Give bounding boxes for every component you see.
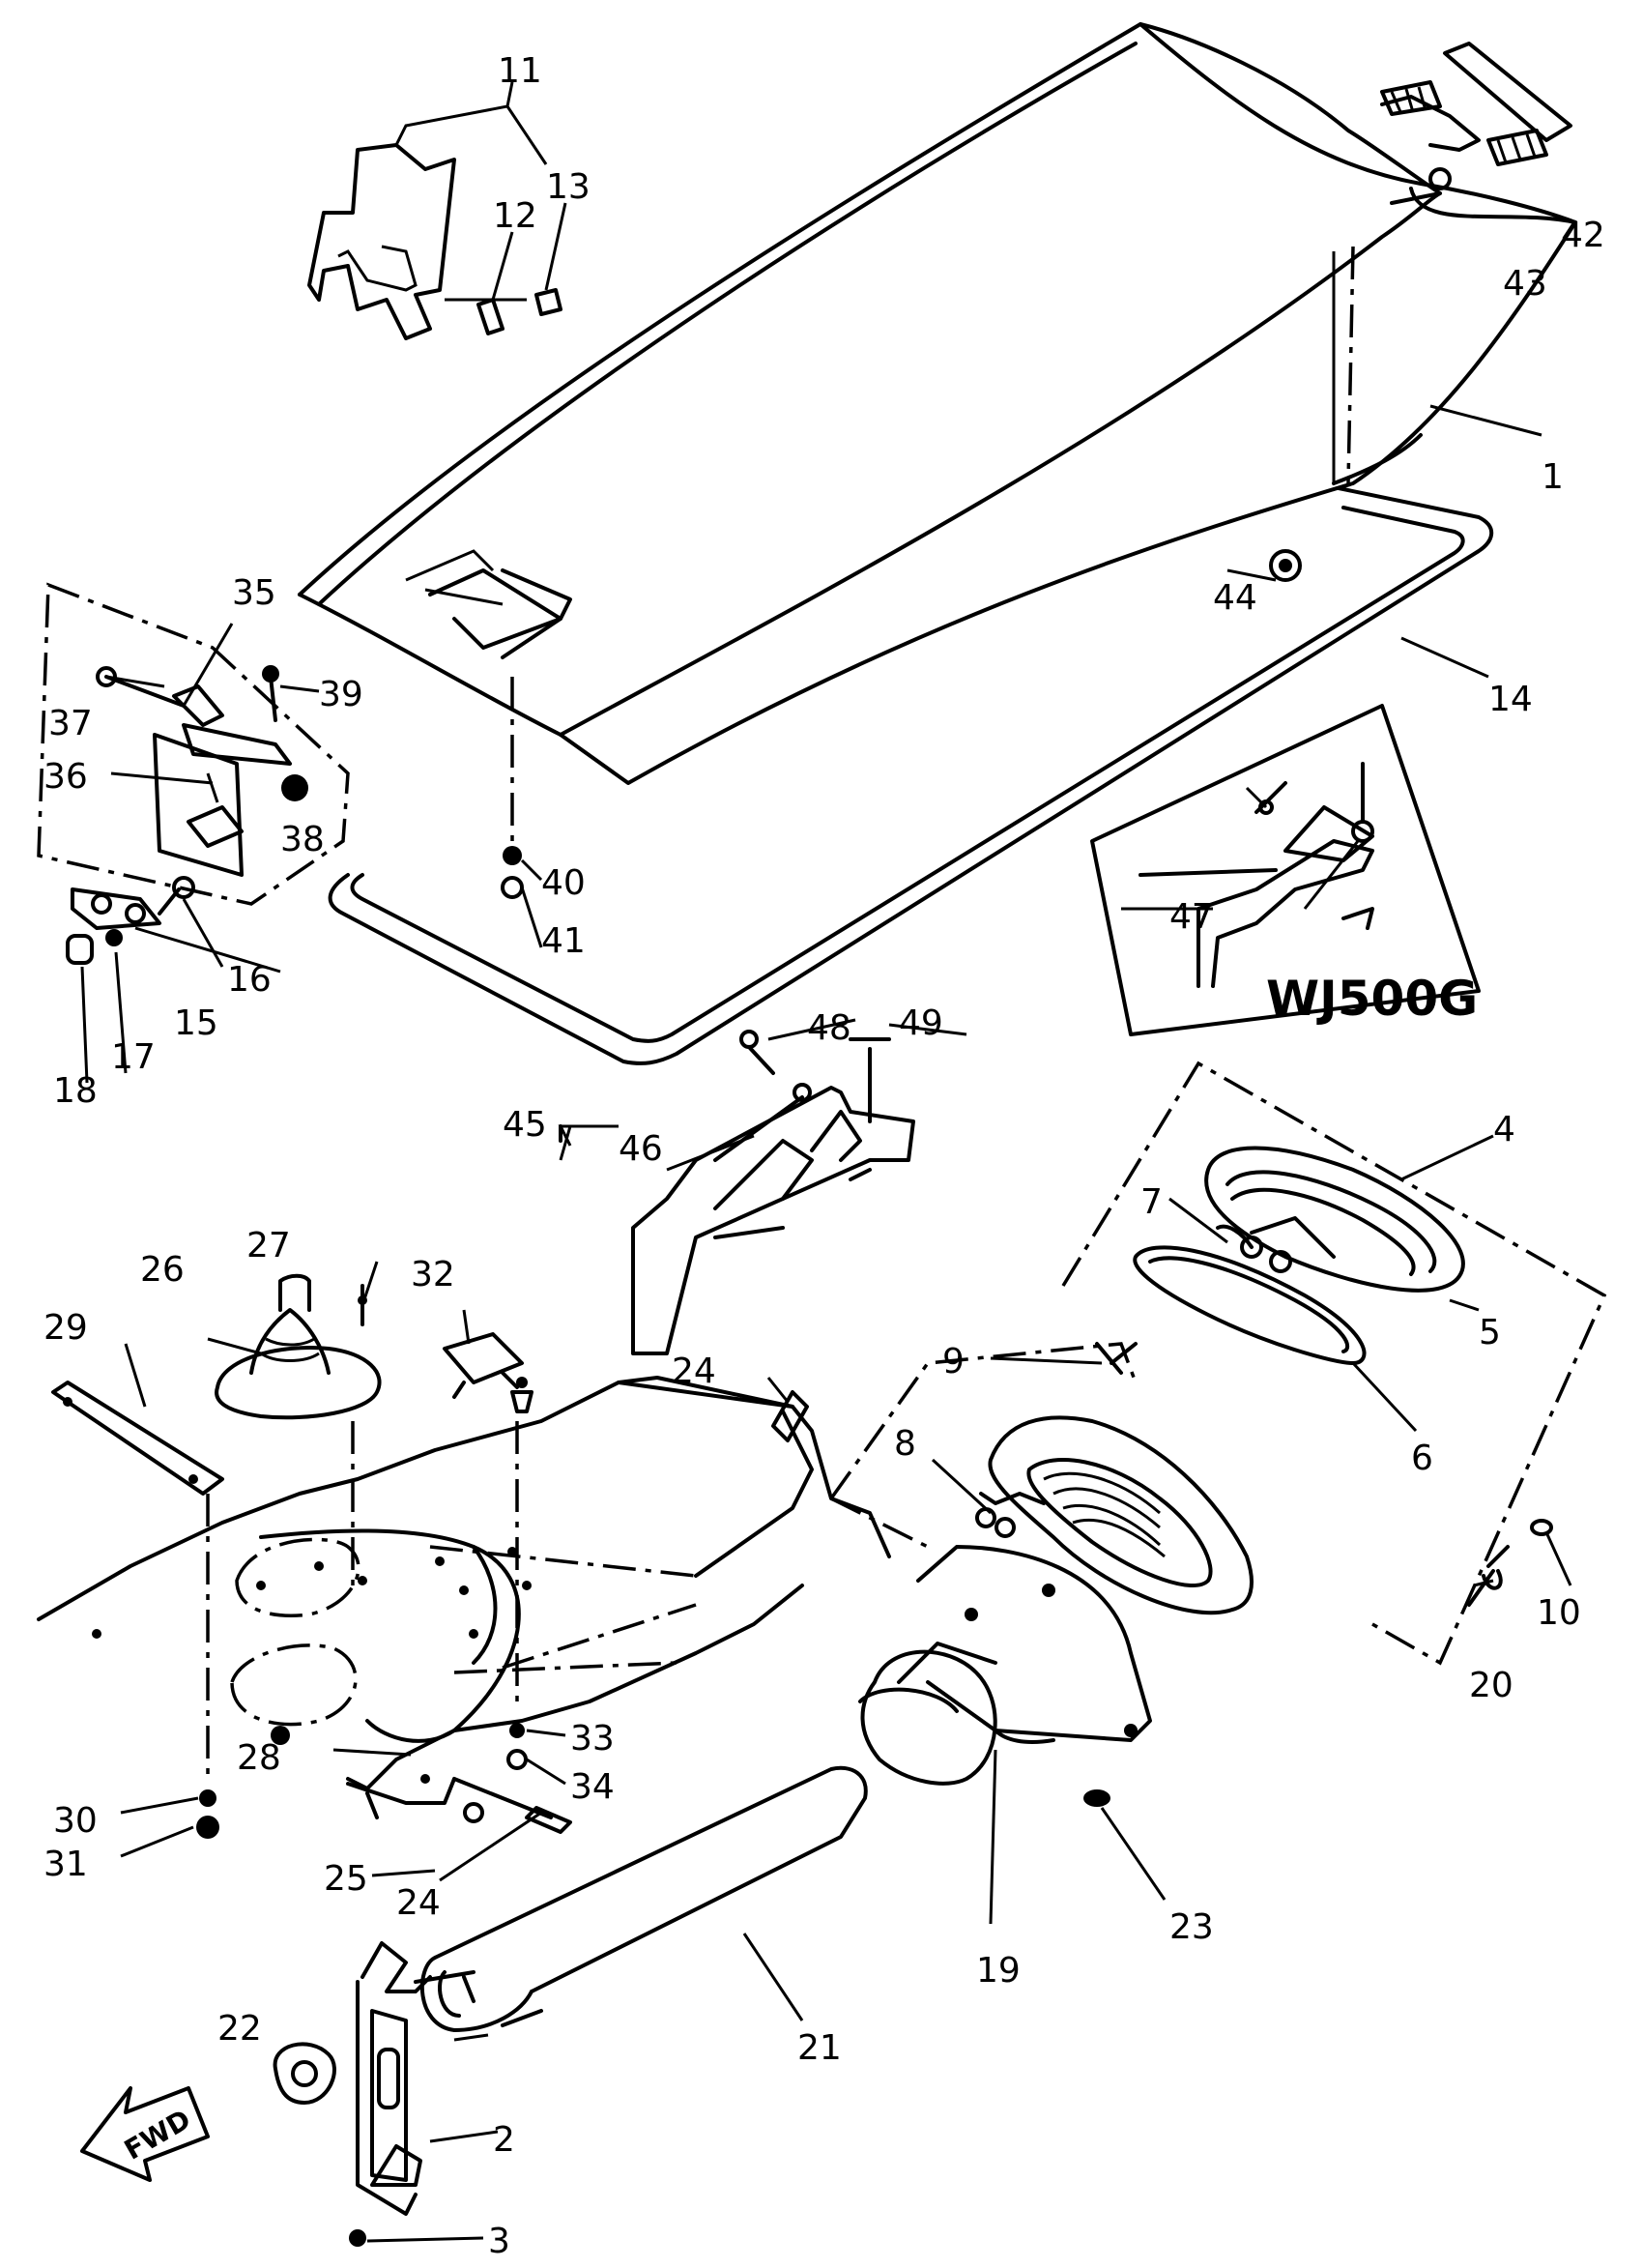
part-label-20: 20 bbox=[1469, 1666, 1513, 1705]
part-label-42: 42 bbox=[1561, 216, 1605, 255]
part-label-30: 30 bbox=[53, 1801, 98, 1841]
muffler-21 bbox=[414, 1765, 868, 2032]
deck-hole-outlines bbox=[230, 1537, 360, 1727]
part-label-4: 4 bbox=[1493, 1110, 1515, 1149]
hinge-group-box bbox=[37, 582, 350, 906]
part-label-11: 11 bbox=[498, 51, 542, 91]
part-label-35: 35 bbox=[232, 573, 276, 613]
part-label-39: 39 bbox=[319, 675, 363, 714]
part-label-6: 6 bbox=[1411, 1439, 1433, 1478]
part-label-36: 36 bbox=[43, 757, 88, 797]
rear-latch-assembly bbox=[1380, 42, 1572, 190]
part-label-46: 46 bbox=[619, 1129, 663, 1169]
part-label-14: 14 bbox=[1488, 680, 1533, 719]
hood-plug-44 bbox=[1269, 549, 1302, 582]
part-label-41: 41 bbox=[541, 921, 586, 961]
strap-29 bbox=[51, 1381, 224, 1839]
part-label-49: 49 bbox=[899, 1003, 943, 1043]
part-label-8: 8 bbox=[894, 1424, 916, 1464]
hull-deck-section bbox=[37, 1376, 891, 1819]
bracket-plate-assembly bbox=[307, 143, 562, 340]
part-label-1: 1 bbox=[1542, 457, 1564, 497]
part-label-24-lower: 24 bbox=[396, 1883, 441, 1923]
hood-gasket-frame bbox=[328, 486, 1494, 1065]
engine-hood bbox=[298, 22, 1577, 785]
part-label-18: 18 bbox=[53, 1071, 98, 1111]
part-number-labels: 11 12 13 42 43 1 44 14 35 37 39 36 38 40… bbox=[43, 51, 1605, 2261]
part-label-16: 16 bbox=[227, 960, 272, 1000]
part-label-31: 31 bbox=[43, 1845, 88, 1884]
part-label-17: 17 bbox=[111, 1037, 156, 1077]
part-label-25: 25 bbox=[324, 1859, 368, 1899]
model-variant-label: WJ500G bbox=[1266, 971, 1478, 1027]
part-label-21: 21 bbox=[797, 2028, 842, 2068]
part-label-32: 32 bbox=[411, 1255, 455, 1294]
part-label-45: 45 bbox=[503, 1105, 547, 1145]
part-label-38: 38 bbox=[280, 820, 325, 859]
part-label-24-upper: 24 bbox=[672, 1352, 716, 1391]
pins-10-20-23 bbox=[1083, 1519, 1553, 1807]
part-label-9: 9 bbox=[942, 1342, 965, 1381]
part-label-26: 26 bbox=[140, 1250, 185, 1290]
part-label-48: 48 bbox=[807, 1008, 851, 1048]
bolts-24-25 bbox=[452, 1390, 809, 1834]
part-label-34: 34 bbox=[570, 1767, 615, 1807]
part-label-33: 33 bbox=[570, 1719, 615, 1759]
part-label-12: 12 bbox=[493, 196, 537, 236]
forward-arrow-indicator: FWD bbox=[80, 2086, 210, 2182]
vent-duct-19 bbox=[858, 1545, 1152, 1786]
part-label-10: 10 bbox=[1537, 1593, 1581, 1633]
part-label-7: 7 bbox=[1140, 1182, 1163, 1222]
part-label-5: 5 bbox=[1479, 1313, 1501, 1352]
part-label-13: 13 bbox=[546, 167, 591, 207]
mount-bracket-2-3-22 bbox=[273, 1941, 432, 2247]
part-label-23: 23 bbox=[1169, 1907, 1214, 1947]
part-label-15: 15 bbox=[174, 1003, 218, 1043]
part-label-37: 37 bbox=[48, 704, 93, 743]
cooling-plate-group-box bbox=[829, 1342, 1254, 1615]
part-label-47: 47 bbox=[1169, 897, 1214, 937]
part-label-29: 29 bbox=[43, 1308, 88, 1348]
part-label-44: 44 bbox=[1213, 578, 1257, 618]
part-label-27: 27 bbox=[246, 1226, 291, 1265]
rubber-boot-26 bbox=[215, 1273, 382, 1590]
leader-lines bbox=[80, 81, 1572, 2243]
part-label-19: 19 bbox=[976, 1951, 1021, 1991]
part-label-3: 3 bbox=[488, 2222, 510, 2261]
part-label-40: 40 bbox=[541, 863, 586, 903]
part-label-43: 43 bbox=[1503, 264, 1547, 304]
cooling-cover-group-box bbox=[1061, 1061, 1607, 1666]
part-label-28: 28 bbox=[237, 1738, 281, 1778]
switch-32 bbox=[443, 1332, 533, 1770]
latch-plate-15-18 bbox=[66, 876, 195, 965]
wj500g-inset bbox=[1090, 704, 1481, 1036]
part-label-2: 2 bbox=[493, 2120, 515, 2160]
part-label-22: 22 bbox=[217, 2009, 262, 2049]
mount-bracket-45-49 bbox=[559, 1030, 915, 1355]
